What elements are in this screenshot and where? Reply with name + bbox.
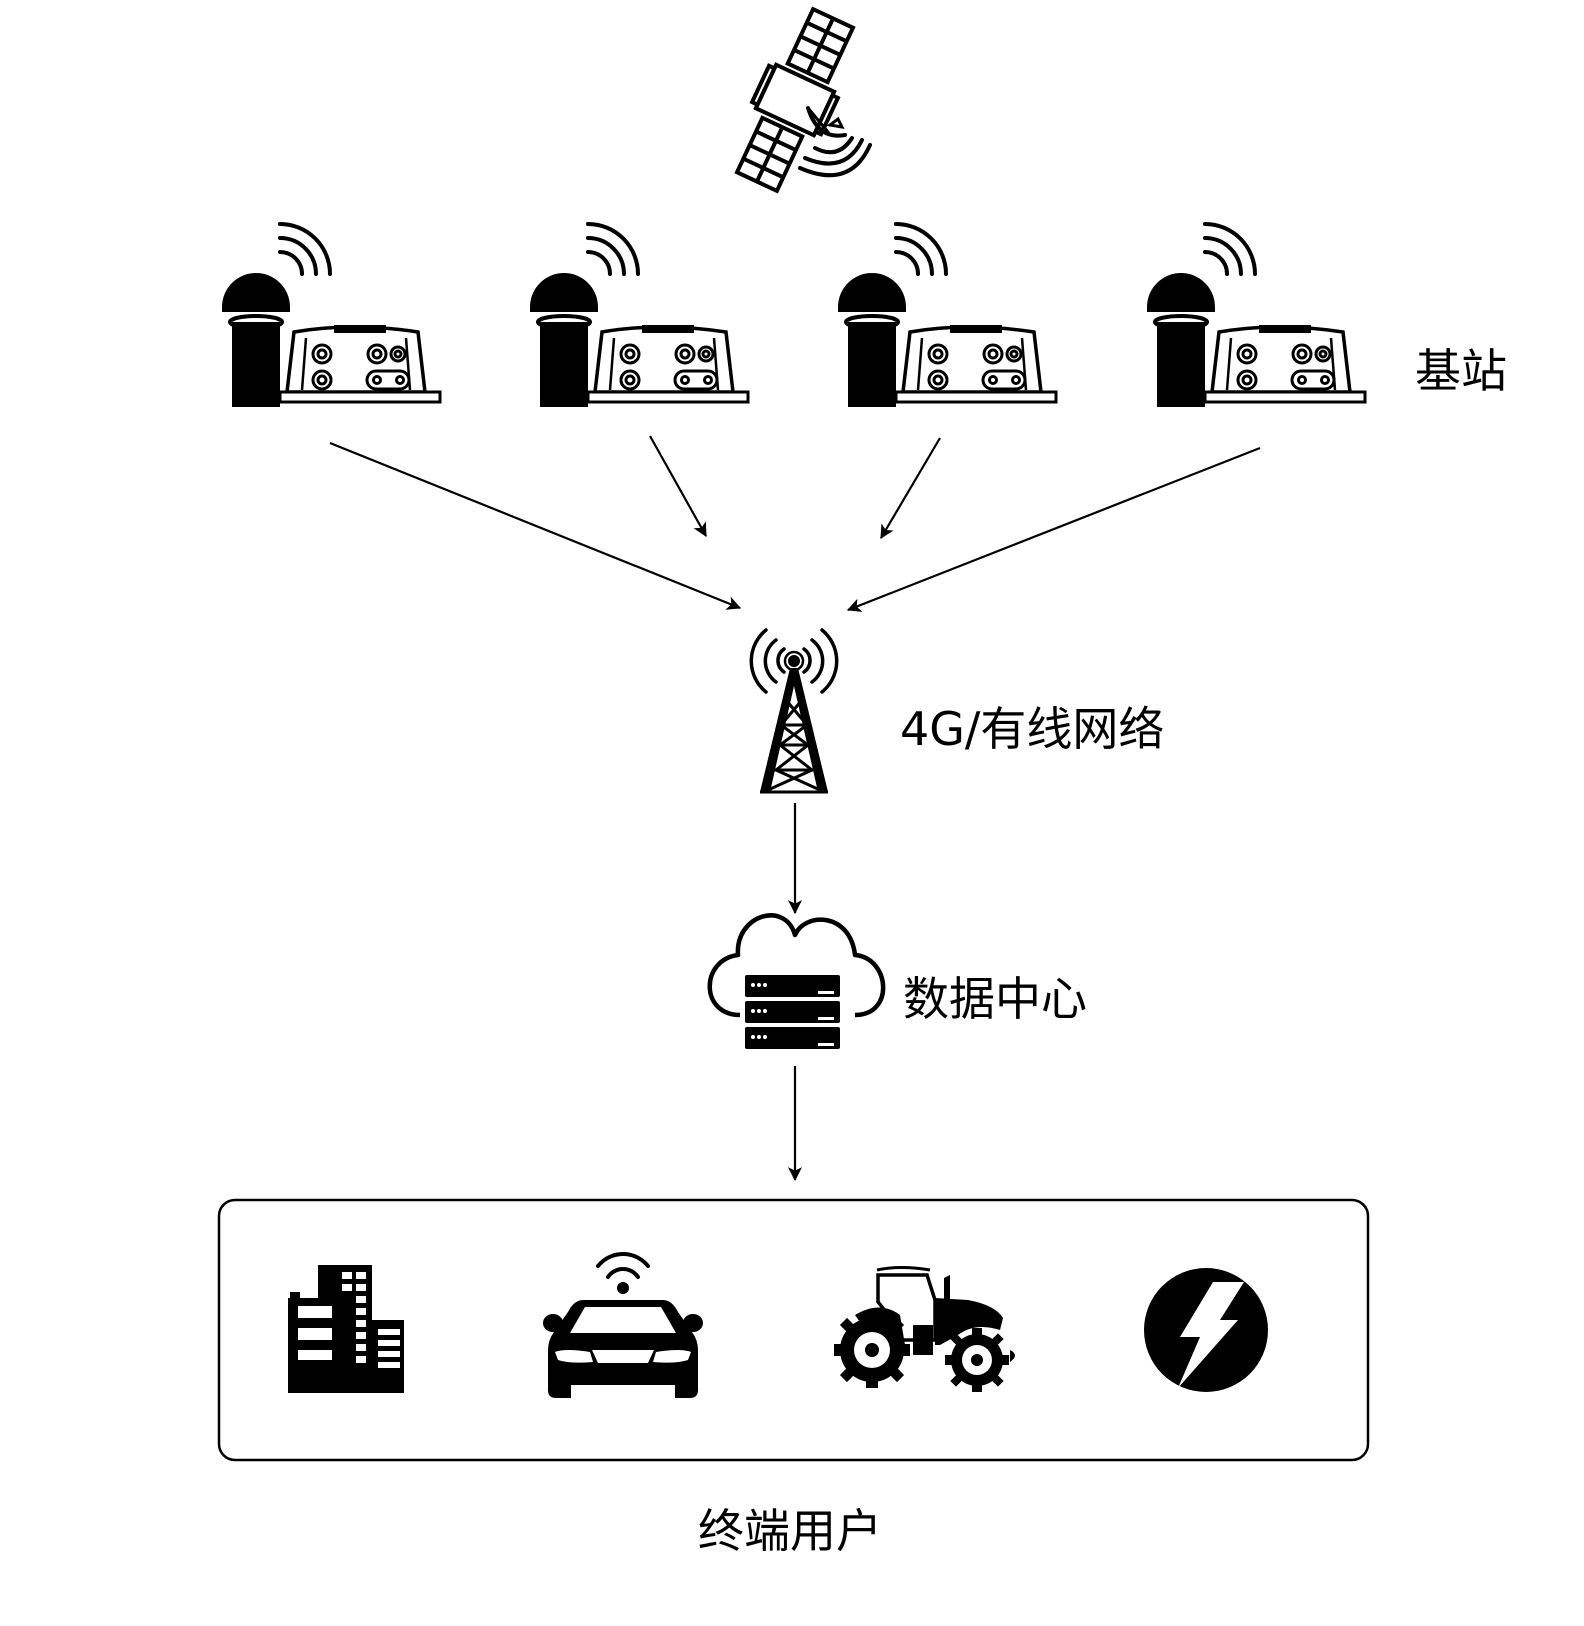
- arrow-bs1-to-network: [329, 441, 742, 610]
- satellite-dish-icon: [798, 106, 872, 178]
- tractor-front-wheel: [945, 1328, 1009, 1392]
- cell-tower-icon: [749, 628, 839, 794]
- arrow-bs4-to-network: [846, 446, 1261, 612]
- tractor-icon: [834, 1266, 1015, 1392]
- buildings-icon: [288, 1265, 404, 1393]
- end-users-container: [217, 1198, 1370, 1462]
- tractor-rear-wheel: [834, 1312, 910, 1388]
- network-label: 4G/有线网络: [900, 702, 1165, 756]
- base-station-4: [1145, 222, 1367, 409]
- end-users-label: 终端用户: [698, 1504, 882, 1558]
- base-station-1: [220, 222, 442, 409]
- server-rack-icon: [745, 975, 840, 1049]
- data-center-label: 数据中心: [903, 972, 1087, 1026]
- arrow-bs2-to-network: [649, 435, 707, 538]
- arrow-bs3-to-network: [880, 437, 941, 540]
- lightning-power-icon: [1144, 1268, 1268, 1392]
- base-station-3: [836, 222, 1058, 409]
- connected-car-icon: [543, 1252, 703, 1398]
- base-station-2: [528, 222, 750, 409]
- base-stations-label: 基站: [1415, 344, 1507, 398]
- satellite-icon: [734, 6, 856, 194]
- cloud-server-icon: [707, 913, 886, 1049]
